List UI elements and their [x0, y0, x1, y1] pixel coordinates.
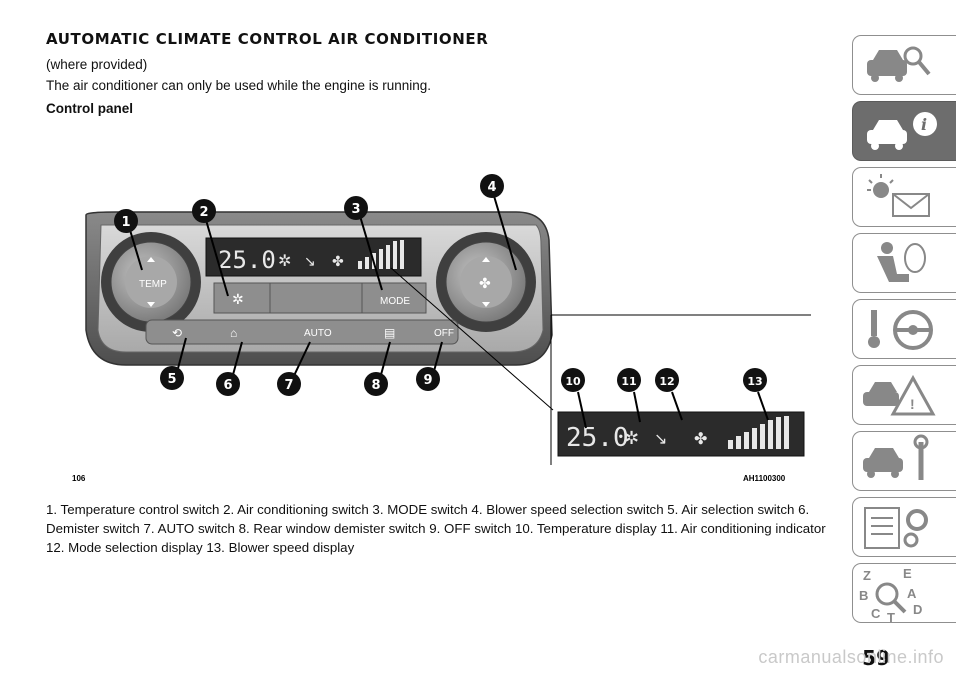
callout-9: 9 — [423, 373, 432, 388]
index-magnifier-icon: Z E B A C D T — [859, 566, 922, 624]
tab-seat-airbag[interactable] — [852, 233, 956, 293]
warning-lights-icon — [867, 174, 930, 217]
svg-text:✤: ✤ — [694, 431, 707, 448]
panel-temp-display: 25.0 — [218, 246, 276, 274]
svg-text:✲: ✲ — [624, 428, 639, 448]
tab-car-wrench[interactable] — [852, 431, 956, 491]
tab-warning-lights[interactable] — [852, 167, 956, 227]
seat-airbag-icon — [877, 242, 926, 282]
figure-code: AH1100300 — [743, 474, 786, 483]
svg-text:✤: ✤ — [332, 253, 344, 269]
car-info-icon: i — [867, 112, 937, 150]
svg-text:!: ! — [910, 396, 915, 412]
car-warning-triangle-icon: ! — [863, 374, 936, 416]
tab-specs[interactable] — [852, 497, 956, 557]
callout-10: 10 — [565, 375, 581, 388]
svg-text:C: C — [871, 606, 881, 621]
figure-caption: 1. Temperature control switch 2. Air con… — [46, 502, 826, 555]
callout-1: 1 — [121, 215, 130, 230]
svg-text:i: i — [921, 115, 927, 134]
callout-6: 6 — [223, 378, 232, 393]
callout-5: 5 — [167, 372, 176, 387]
svg-text:Z: Z — [863, 568, 871, 583]
key-steering-icon — [868, 310, 933, 350]
auto-button-label: AUTO — [304, 328, 332, 339]
svg-text:B: B — [859, 588, 868, 603]
watermark: carmanualsonline.info — [758, 647, 944, 667]
control-panel-illustration: 25.0 ✲ ↘ ✤ TEMP ✤ ✲ MODE ⟲ ⌂ AUTO ▤ OFF — [72, 174, 811, 483]
subsection-heading: Control panel — [46, 101, 133, 116]
svg-text:↘: ↘ — [304, 253, 316, 269]
callout-11: 11 — [621, 375, 636, 388]
svg-text:↘: ↘ — [654, 431, 667, 448]
tab-index[interactable]: Z E B A C D T — [852, 563, 956, 624]
svg-text:✲: ✲ — [278, 253, 291, 270]
tab-car-warning[interactable]: ! — [852, 365, 956, 425]
callout-7: 7 — [284, 378, 293, 393]
where-provided-note: (where provided) — [46, 57, 148, 72]
svg-text:✲: ✲ — [232, 291, 244, 307]
tab-car-search[interactable] — [852, 35, 956, 95]
figure-number: 106 — [72, 474, 86, 483]
tab-key-steering[interactable] — [852, 299, 956, 359]
callout-8: 8 — [371, 378, 380, 393]
tab-car-info[interactable]: i — [852, 101, 956, 161]
callout-2: 2 — [199, 205, 208, 220]
specs-gear-icon — [864, 507, 928, 549]
svg-text:▤: ▤ — [384, 326, 395, 340]
control-panel-figure: 25.0 ✲ ↘ ✤ TEMP ✤ ✲ MODE ⟲ ⌂ AUTO ▤ OFF — [46, 120, 816, 490]
svg-text:✤: ✤ — [479, 275, 491, 291]
svg-text:⟲: ⟲ — [172, 326, 182, 340]
svg-text:A: A — [907, 586, 917, 601]
callout-12: 12 — [659, 375, 674, 388]
car-search-icon — [867, 46, 931, 82]
section-heading: AUTOMATIC CLIMATE CONTROL AIR CONDITIONE… — [46, 30, 489, 48]
page-number: 59 — [862, 646, 890, 670]
callout-3: 3 — [351, 202, 360, 217]
svg-text:E: E — [903, 566, 912, 581]
svg-text:D: D — [913, 602, 922, 617]
svg-text:⌂: ⌂ — [230, 326, 237, 340]
mode-button-label: MODE — [380, 296, 410, 307]
car-wrench-icon — [863, 434, 929, 480]
svg-text:T: T — [887, 610, 895, 624]
temp-knob-label: TEMP — [139, 279, 167, 290]
callout-4: 4 — [487, 180, 496, 195]
intro-text: The air conditioner can only be used whi… — [46, 78, 431, 93]
off-button-label: OFF — [434, 328, 454, 339]
callout-13: 13 — [747, 375, 762, 388]
zoom-temp-display: 25.0 — [566, 423, 629, 453]
